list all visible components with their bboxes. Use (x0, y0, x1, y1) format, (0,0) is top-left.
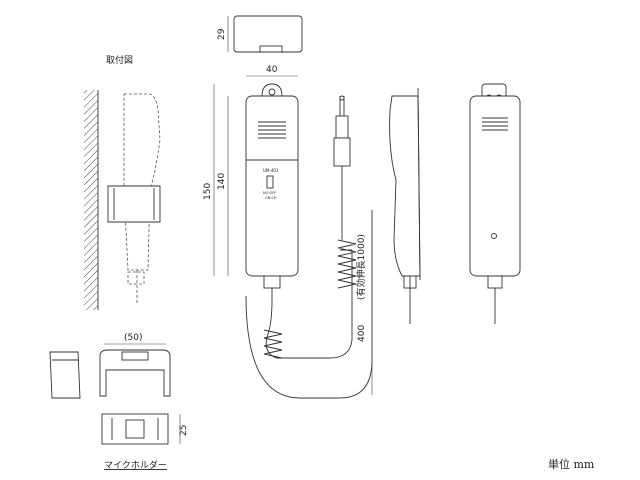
holder-top-center (125, 419, 145, 439)
back-view-boot (487, 275, 503, 289)
back-view-screw (491, 233, 497, 239)
device-model-text: UM-401 (263, 168, 279, 173)
side-view-back (417, 87, 421, 281)
mounting-diagram-label: 取付図 (106, 55, 133, 66)
total-height-dim: 150 (203, 183, 213, 200)
depth-view-body (233, 15, 303, 53)
mic-front-view: 40 150 140 UM-401 NO·OFF ON·CH (203, 65, 373, 399)
device-switch-text-1: NO·OFF (263, 191, 276, 195)
phone-plug (333, 95, 351, 240)
side-view-boot (403, 275, 417, 289)
width-dim: 40 (266, 65, 278, 75)
depth-dim: 29 (217, 28, 227, 40)
back-view-body (469, 95, 521, 277)
wall-hatch (84, 90, 98, 310)
unit-label: 単位 mm (548, 458, 595, 471)
side-view-body (389, 95, 421, 277)
holder-front-tab (121, 351, 149, 361)
holder-front-view (99, 349, 171, 397)
holder-top-view (101, 413, 169, 445)
depth-view-connector (259, 45, 283, 53)
back-view-grille (482, 117, 508, 131)
coil-zigzag (263, 239, 357, 359)
device-switch (266, 175, 274, 189)
holder-width-dim: (50) (124, 333, 142, 343)
cord-length-dim: 400 (357, 325, 367, 342)
device-switch-text-2: ON·CH (265, 196, 277, 200)
mounted-holder-inner (113, 188, 155, 220)
mounted-holder (107, 185, 161, 223)
mic-hanger-hole (268, 88, 276, 96)
mounted-cord-plug (127, 271, 145, 285)
mic-holder-views: (50) 25 マイクホルダー (49, 333, 189, 471)
mic-back-view (469, 83, 521, 324)
mounted-mic-outline (123, 93, 161, 271)
cord-extended-dim: (有効伸長1000) (355, 234, 367, 300)
mic-body (245, 95, 299, 277)
mic-side-view (389, 87, 421, 324)
top-depth-view: 29 (217, 15, 303, 53)
extended-cord-loop (245, 210, 373, 399)
mic-cord-boot (263, 275, 281, 289)
mounting-diagram: 取付図 (84, 55, 161, 310)
body-height-dim: 140 (217, 173, 227, 190)
holder-side-view (49, 351, 81, 399)
mic-grille (258, 121, 286, 139)
mic-holder-label: マイクホルダー (104, 459, 167, 471)
holder-depth-dim: 25 (179, 425, 189, 436)
mic-hanger-loop (261, 83, 283, 97)
